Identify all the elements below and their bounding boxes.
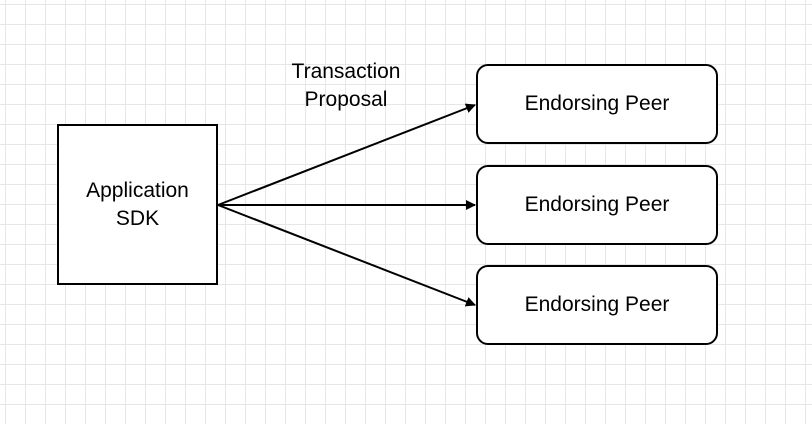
application-sdk-box[interactable]: Application SDK bbox=[57, 124, 218, 285]
application-label-line2: SDK bbox=[115, 206, 160, 230]
arrow-to-peer-1 bbox=[217, 103, 476, 206]
transaction-proposal-label: Transaction Proposal bbox=[256, 58, 436, 114]
endorsing-peer-box-2[interactable]: Endorsing Peer bbox=[476, 165, 718, 245]
endorsing-peer-label: Endorsing Peer bbox=[524, 193, 670, 216]
endorsing-peer-box-1[interactable]: Endorsing Peer bbox=[476, 64, 718, 144]
edge-label-line1: Transaction bbox=[291, 60, 401, 83]
application-label-line1: Application bbox=[86, 178, 189, 202]
endorsing-peer-label: Endorsing Peer bbox=[524, 92, 670, 115]
endorsing-peer-box-3[interactable]: Endorsing Peer bbox=[476, 265, 718, 345]
endorsing-peer-label: Endorsing Peer bbox=[524, 293, 670, 316]
application-sdk-label: Application SDK bbox=[86, 177, 189, 233]
arrow-to-peer-3 bbox=[217, 204, 476, 307]
edge-label-line2: Proposal bbox=[304, 88, 388, 111]
